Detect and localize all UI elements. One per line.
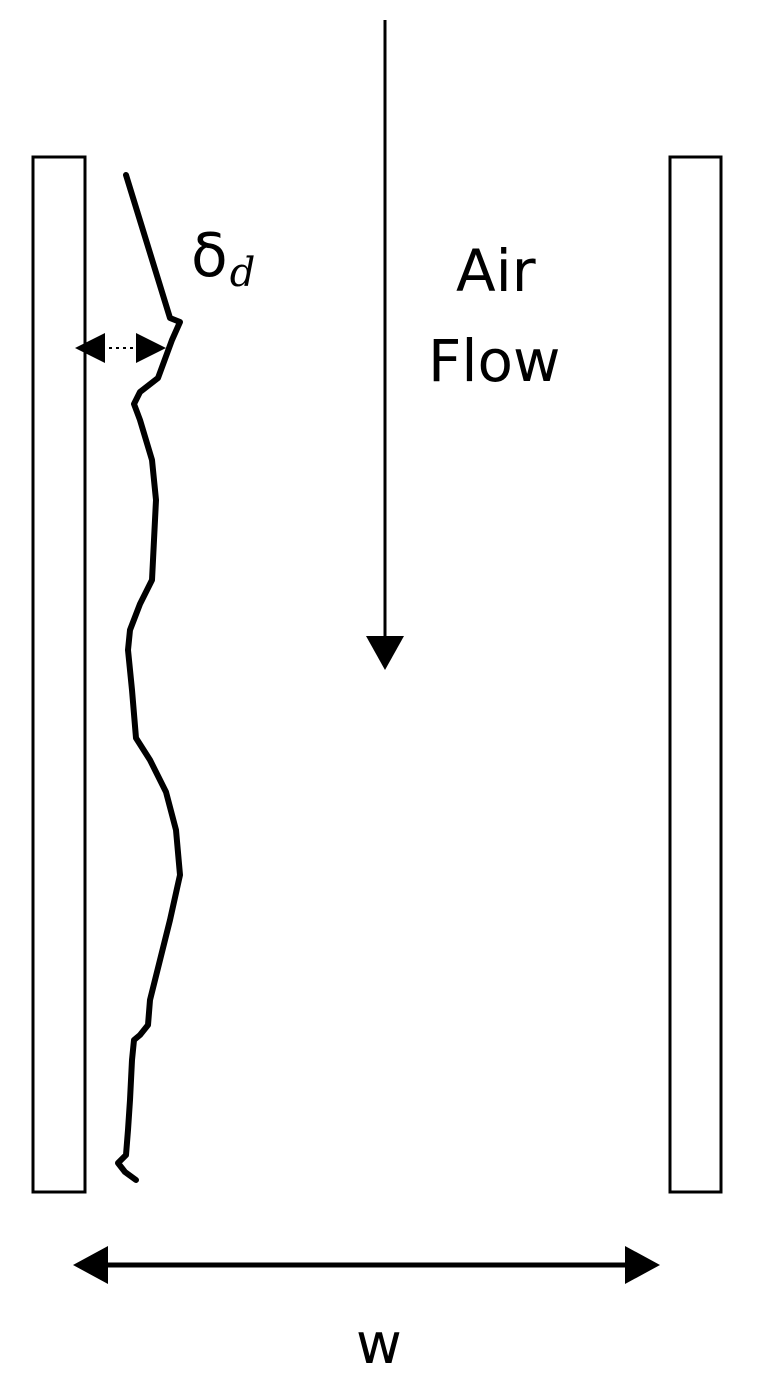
film-interface-line — [115, 172, 183, 1183]
left-wall — [31, 155, 87, 1194]
film-thickness-label: δd — [191, 221, 255, 296]
film-thickness-subscript: d — [230, 250, 256, 296]
right-wall — [668, 155, 723, 1194]
air-flow-label-line1: Air — [456, 237, 536, 305]
width-label: w — [356, 1312, 402, 1377]
film-thickness-arrow — [75, 333, 166, 363]
air-flow-arrow — [366, 20, 404, 670]
air-flow-label-line2: Flow — [428, 327, 560, 395]
width-arrow — [73, 1246, 660, 1284]
